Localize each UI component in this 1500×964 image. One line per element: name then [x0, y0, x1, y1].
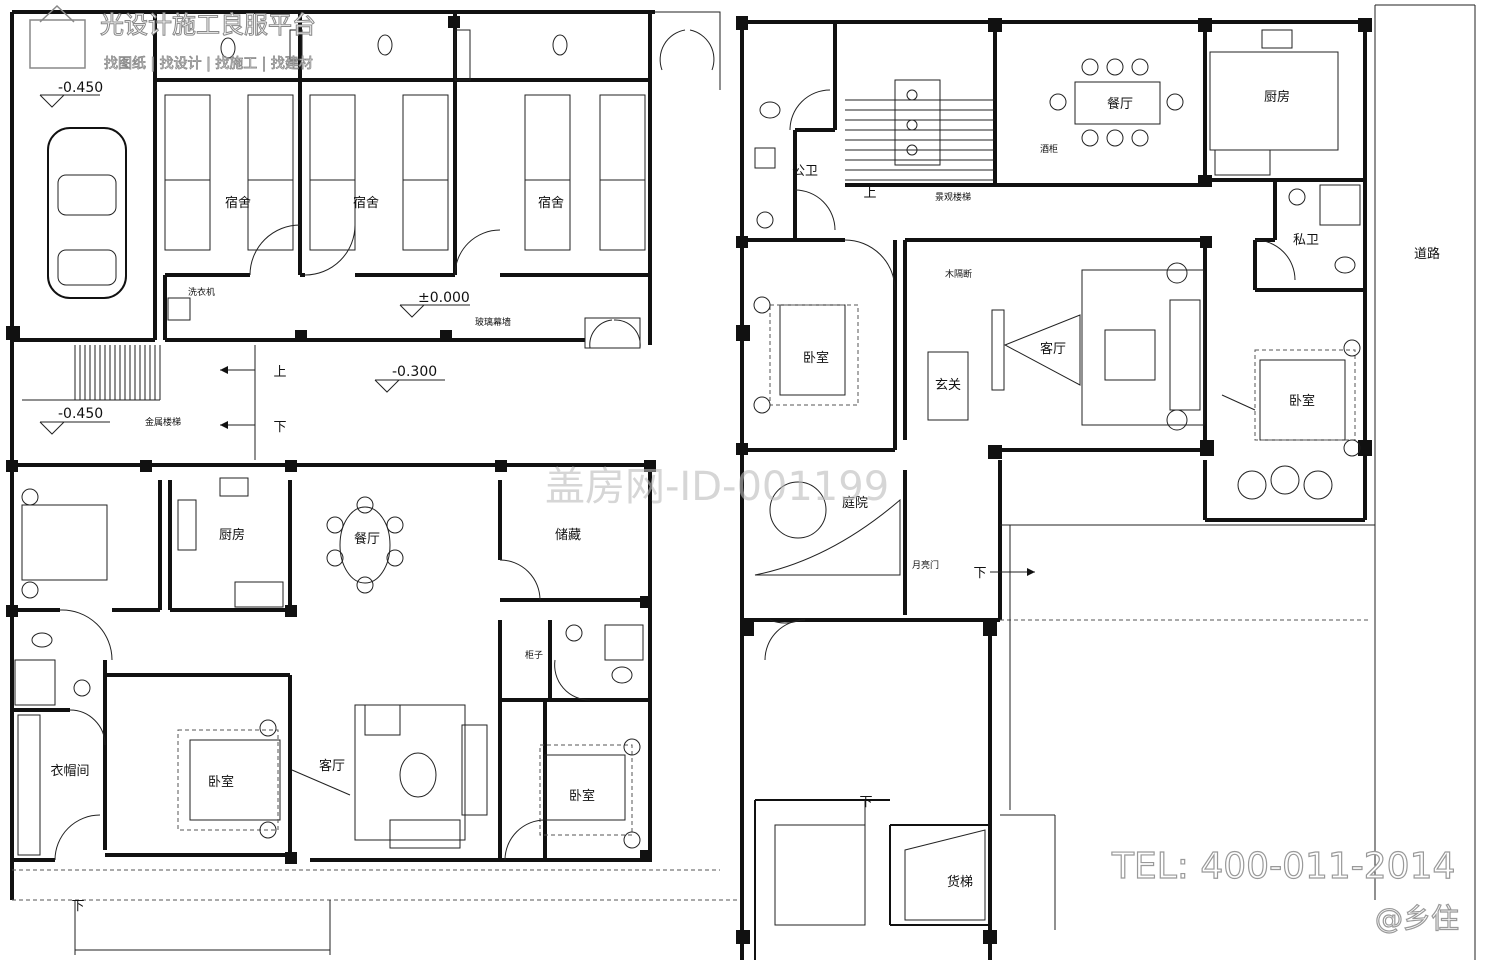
annotation-landscape-stair: 景观楼梯 [935, 191, 971, 203]
annotation-metal-stair: 金属楼梯 [145, 416, 181, 428]
room-label-dorm-1: 宿舍 [225, 195, 251, 211]
arrow-label-down-stair: 下 [859, 795, 872, 810]
room-label-road: 道路 [1414, 246, 1440, 262]
right-floor-plan [736, 4, 1476, 960]
arrow-label-up-right: 上 [863, 186, 876, 201]
room-label-freight-lift: 货梯 [947, 874, 973, 890]
annotation-cabinet: 柜子 [525, 649, 543, 661]
platform-logo: 光设计施工良服平台 找图纸 | 找设计 | 找施工 | 找建材 [29, 4, 317, 72]
room-label-kitchen-right: 厨房 [1264, 89, 1290, 105]
room-label-cloakroom: 衣帽间 [50, 763, 89, 779]
annotation-wine-cabinet: 酒柜 [1040, 143, 1058, 155]
room-label-bedroom-right-1: 卧室 [803, 350, 829, 366]
id-watermark: 盖房网-ID-001199 [545, 464, 889, 510]
annotation-glass-curtain: 玻璃幕墙 [475, 316, 511, 328]
labels: 宿舍 宿舍 宿舍 厨房 餐厅 储藏 衣帽间 卧室 客厅 卧室 洗衣机 玻璃幕墙 … [50, 80, 1440, 914]
arrow-label-down-bottom: 下 [71, 899, 84, 914]
platform-name-watermark: 光设计施工良服平台 [100, 11, 316, 39]
room-label-bedroom-left-1: 卧室 [208, 774, 234, 790]
level-stair-landing: -0.450 [58, 406, 103, 422]
room-label-bedroom-left-2: 卧室 [569, 788, 595, 804]
room-label-storage: 储藏 [555, 528, 581, 543]
room-label-living-left: 客厅 [319, 758, 345, 774]
room-label-dining-left: 餐厅 [354, 531, 380, 547]
tel-watermark: TEL: 400-011-2014 [1111, 846, 1455, 887]
room-label-dorm-2: 宿舍 [353, 195, 379, 211]
metal-stair [74, 345, 161, 400]
signature-watermark: @乡住 [1375, 902, 1459, 935]
room-label-dining-right: 餐厅 [1107, 96, 1133, 112]
room-label-courtyard: 庭院 [842, 495, 868, 511]
annotation-moon-gate: 月亮门 [912, 559, 939, 571]
landscape-stair [845, 99, 995, 181]
arrow-label-down-left: 下 [273, 420, 286, 435]
annotation-wood-partition: 木隔断 [945, 268, 972, 280]
arrow-label-up-left: 上 [273, 365, 286, 380]
room-label-foyer: 玄关 [935, 378, 961, 393]
arrow-label-down-yard: 下 [973, 566, 986, 581]
room-label-private-wc: 私卫 [1293, 233, 1319, 248]
room-label-bedroom-right-2: 卧室 [1289, 393, 1315, 409]
room-label-public-wc: 公卫 [792, 164, 818, 179]
level-yard: -0.300 [392, 364, 437, 380]
room-label-dorm-3: 宿舍 [538, 195, 564, 211]
level-corridor: ±0.000 [418, 290, 470, 306]
platform-links-watermark: 找图纸 | 找设计 | 找施工 | 找建材 [104, 56, 313, 72]
room-label-living-right: 客厅 [1040, 341, 1066, 357]
left-floor-plan [6, 10, 740, 955]
level-garage: -0.450 [58, 80, 103, 96]
watermark-layer: 光设计施工良服平台 找图纸 | 找设计 | 找施工 | 找建材 盖房网-ID-0… [29, 4, 1460, 936]
room-label-kitchen-left: 厨房 [219, 527, 245, 543]
annotation-washer: 洗衣机 [188, 286, 215, 298]
